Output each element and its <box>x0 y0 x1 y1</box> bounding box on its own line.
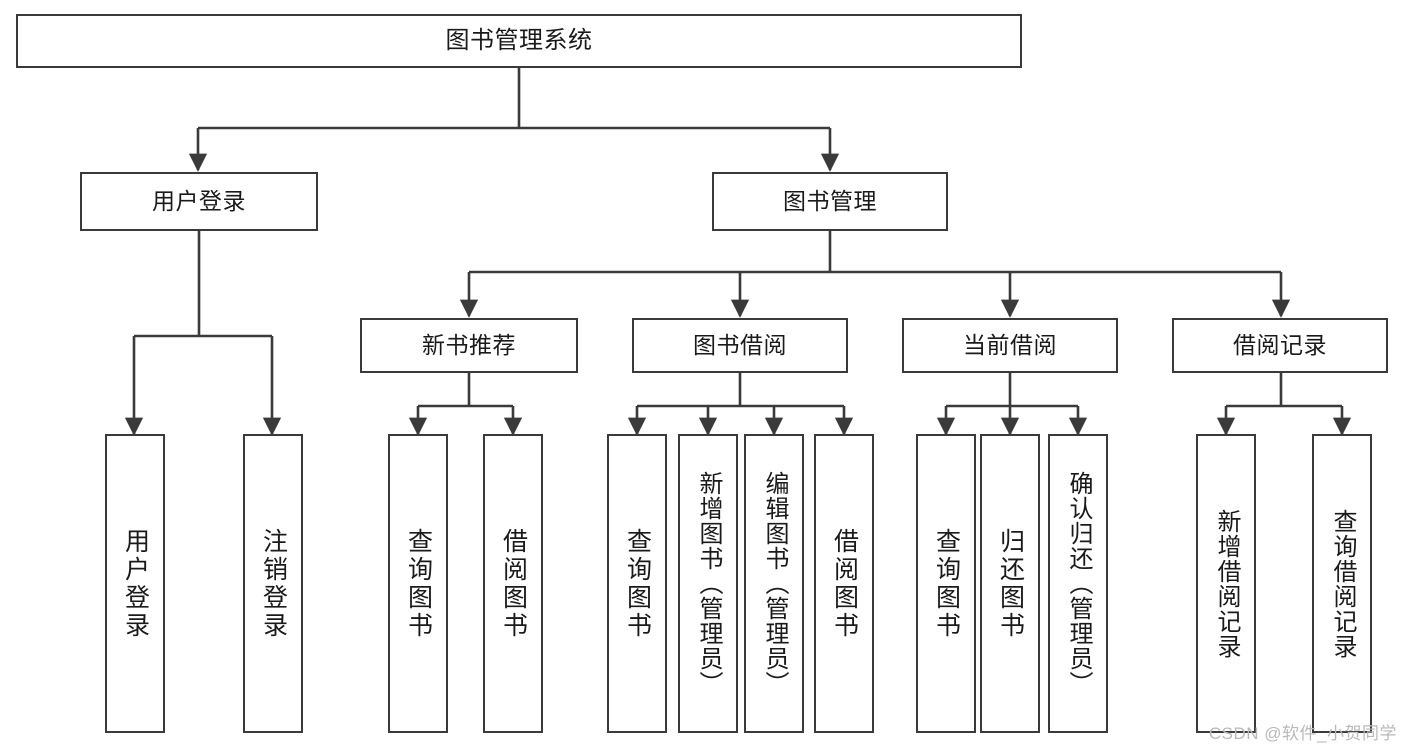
node-root-system[interactable]: 图书管理系统 <box>16 14 1022 68</box>
node-label: 新书推荐 <box>422 331 516 358</box>
node-label: 查询图书 <box>932 527 961 640</box>
node-new-book-recommend[interactable]: 新书推荐 <box>360 318 578 373</box>
node-book-borrow[interactable]: 图书借阅 <box>632 318 848 373</box>
node-label: 确认归还（管理员） <box>1065 471 1092 696</box>
node-label: 编辑图书（管理员） <box>761 471 788 696</box>
leaf-borrow-book-1[interactable]: 借阅图书 <box>483 434 543 733</box>
node-label: 新增图书（管理员） <box>695 471 722 696</box>
leaf-query-book-3[interactable]: 查询图书 <box>916 434 976 733</box>
node-label: 借阅图书 <box>830 527 859 640</box>
leaf-query-borrow-record[interactable]: 查询借阅记录 <box>1312 434 1372 733</box>
node-label: 当前借阅 <box>963 331 1057 358</box>
node-borrow-record[interactable]: 借阅记录 <box>1172 318 1388 373</box>
node-label: 借阅图书 <box>499 527 528 640</box>
node-label: 图书借阅 <box>693 331 787 358</box>
leaf-edit-book-admin[interactable]: 编辑图书（管理员） <box>744 434 804 733</box>
node-label: 注销登录 <box>259 527 288 640</box>
node-label: 归还图书 <box>996 527 1025 640</box>
leaf-return-book[interactable]: 归还图书 <box>980 434 1040 733</box>
node-label: 图书管理系统 <box>445 26 593 54</box>
node-book-manage[interactable]: 图书管理 <box>712 172 948 231</box>
leaf-add-borrow-record[interactable]: 新增借阅记录 <box>1196 434 1256 733</box>
node-label: 用户登录 <box>121 527 150 640</box>
node-label: 查询借阅记录 <box>1329 508 1356 659</box>
node-label: 图书管理 <box>783 187 877 214</box>
leaf-logout-login[interactable]: 注销登录 <box>243 434 303 733</box>
leaf-borrow-book-2[interactable]: 借阅图书 <box>814 434 874 733</box>
watermark: CSDN @软件_小贺同学 <box>1208 724 1397 743</box>
node-label: 查询图书 <box>404 527 433 640</box>
node-current-borrow[interactable]: 当前借阅 <box>902 318 1118 373</box>
leaf-user-login[interactable]: 用户登录 <box>105 434 165 733</box>
node-user-login[interactable]: 用户登录 <box>80 172 318 231</box>
node-label: 新增借阅记录 <box>1213 508 1240 659</box>
leaf-confirm-return-admin[interactable]: 确认归还（管理员） <box>1048 434 1108 733</box>
node-label: 用户登录 <box>152 187 246 214</box>
node-label: 借阅记录 <box>1233 331 1327 358</box>
leaf-query-book-1[interactable]: 查询图书 <box>388 434 448 733</box>
node-label: 查询图书 <box>623 527 652 640</box>
leaf-query-book-2[interactable]: 查询图书 <box>607 434 667 733</box>
leaf-add-book-admin[interactable]: 新增图书（管理员） <box>678 434 738 733</box>
